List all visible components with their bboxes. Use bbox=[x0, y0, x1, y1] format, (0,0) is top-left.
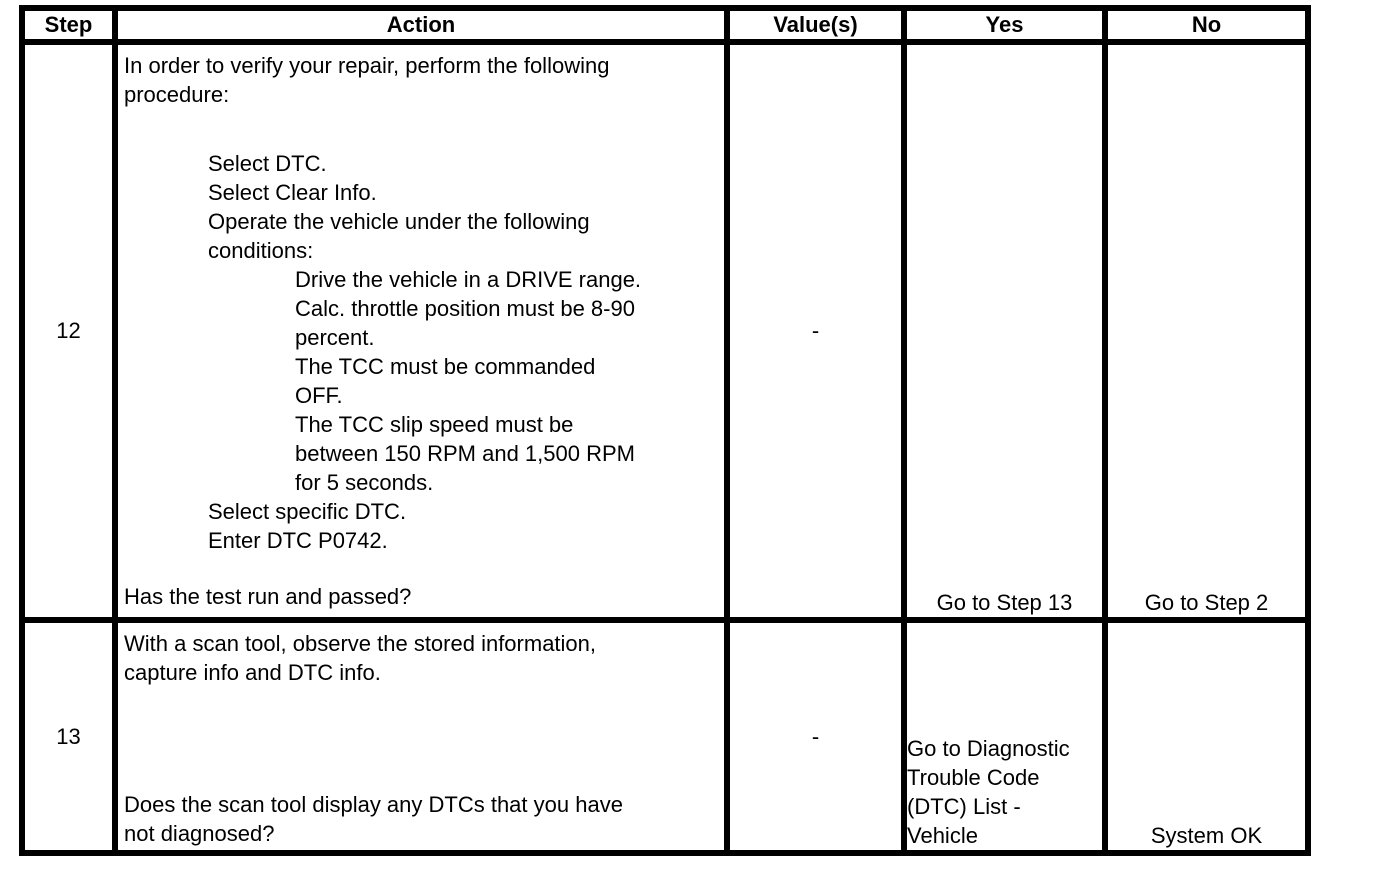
action-list-item: Enter DTC P0742. bbox=[208, 528, 388, 553]
action-list-subitem: between 150 RPM and 1,500 RPM bbox=[295, 441, 635, 466]
diagnostic-step-table: Step Action Value(s) Yes No 12 In order … bbox=[19, 5, 1311, 856]
action-intro: In order to verify your repair, perform … bbox=[124, 51, 720, 109]
action-list-item: Operate the vehicle under the following bbox=[208, 209, 590, 234]
yes-cell-line: Go to Diagnostic bbox=[907, 736, 1070, 761]
action-line: procedure: bbox=[124, 82, 230, 107]
yes-cell: Go to Diagnostic Trouble Code (DTC) List… bbox=[901, 617, 1108, 856]
action-question: Does the scan tool display any DTCs that… bbox=[124, 790, 720, 847]
action-line: With a scan tool, observe the stored inf… bbox=[124, 631, 597, 656]
action-list-item: Select specific DTC. bbox=[208, 499, 407, 524]
action-line: capture info and DTC info. bbox=[124, 660, 381, 685]
no-cell: System OK bbox=[1102, 617, 1311, 856]
value-cell: - bbox=[724, 39, 907, 623]
scanned-manual-page: Step Action Value(s) Yes No 12 In order … bbox=[19, 5, 1311, 856]
action-cell: In order to verify your repair, perform … bbox=[112, 39, 730, 623]
value-cell: - bbox=[724, 617, 907, 856]
action-question-line: Does the scan tool display any DTCs that… bbox=[124, 792, 623, 817]
col-header-values: Value(s) bbox=[724, 5, 907, 45]
table-row-step-13: 13 With a scan tool, observe the stored … bbox=[19, 617, 1311, 856]
action-list-subitem: OFF. bbox=[295, 383, 343, 408]
yes-cell-line: (DTC) List - bbox=[907, 794, 1021, 819]
action-list-subitem: Calc. throttle position must be 8-90 bbox=[295, 296, 635, 321]
action-content: With a scan tool, observe the stored inf… bbox=[121, 626, 721, 847]
action-list-subitem: The TCC must be commanded bbox=[295, 354, 596, 379]
header-row: Step Action Value(s) Yes No bbox=[19, 5, 1311, 45]
no-cell: Go to Step 2 bbox=[1102, 39, 1311, 623]
action-list-subitem: percent. bbox=[295, 325, 375, 350]
action-question: Has the test run and passed? bbox=[124, 582, 720, 611]
action-list-subitem: Drive the vehicle in a DRIVE range. bbox=[295, 267, 642, 292]
action-list-subitem: The TCC slip speed must be bbox=[295, 412, 574, 437]
action-content: In order to verify your repair, perform … bbox=[121, 48, 721, 614]
action-question-line: Has the test run and passed? bbox=[124, 584, 412, 609]
step-number: 13 bbox=[19, 617, 118, 856]
yes-cell-line: Trouble Code bbox=[907, 765, 1040, 790]
action-question-line: not diagnosed? bbox=[124, 821, 275, 846]
yes-cell: Go to Step 13 bbox=[901, 39, 1108, 623]
action-line: In order to verify your repair, perform … bbox=[124, 53, 610, 78]
action-list-item: Select Clear Info. bbox=[208, 180, 377, 205]
col-header-step: Step bbox=[19, 5, 118, 45]
action-list-item: Select DTC. bbox=[208, 151, 327, 176]
col-header-yes: Yes bbox=[901, 5, 1108, 45]
yes-cell-line: Vehicle bbox=[907, 823, 978, 848]
action-cell: With a scan tool, observe the stored inf… bbox=[112, 617, 730, 856]
col-header-action: Action bbox=[112, 5, 730, 45]
action-list-subitem: for 5 seconds. bbox=[295, 470, 434, 495]
action-list-item: conditions: bbox=[208, 238, 314, 263]
col-header-no: No bbox=[1102, 5, 1311, 45]
step-number: 12 bbox=[19, 39, 118, 623]
table-row-step-12: 12 In order to verify your repair, perfo… bbox=[19, 39, 1311, 623]
action-intro: With a scan tool, observe the stored inf… bbox=[124, 629, 720, 687]
action-list: Select DTC. Select Clear Info. Operate t… bbox=[124, 149, 720, 555]
